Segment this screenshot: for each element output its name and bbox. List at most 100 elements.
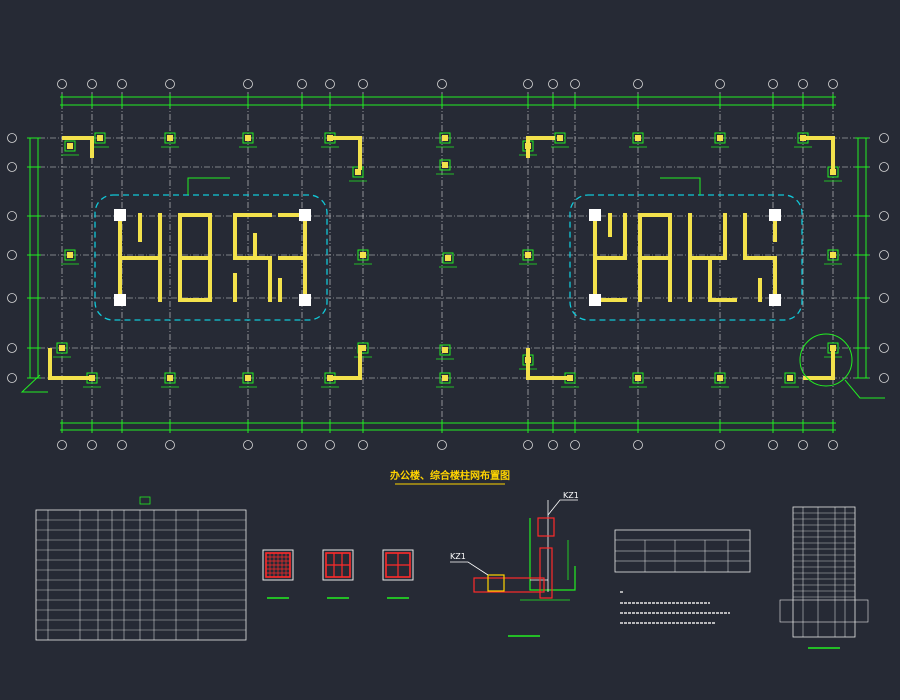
table-frame xyxy=(35,509,247,641)
axis-bubble-top[interactable] xyxy=(570,79,580,89)
axis-bubble-bottom[interactable] xyxy=(325,440,335,450)
axis-bubble-top[interactable] xyxy=(87,79,97,89)
axis-bubble-bottom[interactable] xyxy=(165,440,175,450)
axis-bubble-bottom[interactable] xyxy=(715,440,725,450)
axis-bubble-left[interactable] xyxy=(7,211,17,221)
floor-height-table[interactable] xyxy=(779,506,869,649)
kz1-upper-column xyxy=(537,517,555,537)
column-outline[interactable] xyxy=(164,372,176,384)
axis-bubble-top[interactable] xyxy=(165,79,175,89)
axis-bubble-right[interactable] xyxy=(879,373,889,383)
axis-bubble-top[interactable] xyxy=(768,79,778,89)
column-core xyxy=(442,162,448,168)
axis-bubble-top[interactable] xyxy=(548,79,558,89)
corner-column-l-shape xyxy=(526,348,570,380)
wall-segment xyxy=(233,213,272,302)
axis-bubble-bottom[interactable] xyxy=(297,440,307,450)
axis-bubble-bottom[interactable] xyxy=(798,440,808,450)
column-outline[interactable] xyxy=(784,372,796,384)
axis-bubble-left[interactable] xyxy=(7,162,17,172)
axis-bubble-left[interactable] xyxy=(7,293,17,303)
axis-bubble-top[interactable] xyxy=(437,79,447,89)
column-outline[interactable] xyxy=(164,132,176,144)
axis-bubble-top[interactable] xyxy=(325,79,335,89)
column-outline[interactable] xyxy=(242,372,254,384)
axis-bubble-right[interactable] xyxy=(879,343,889,353)
column-outline[interactable] xyxy=(827,249,839,261)
axis-bubble-bottom[interactable] xyxy=(358,440,368,450)
axis-bubble-top[interactable] xyxy=(633,79,643,89)
column-outline[interactable] xyxy=(439,159,451,171)
column-outline[interactable] xyxy=(56,342,68,354)
axis-bubble-bottom[interactable] xyxy=(633,440,643,450)
column-outline[interactable] xyxy=(64,140,76,152)
column-outline[interactable] xyxy=(714,372,726,384)
axis-bubble-top[interactable] xyxy=(798,79,808,89)
axis-bubble-left[interactable] xyxy=(7,133,17,143)
axis-bubble-bottom[interactable] xyxy=(243,440,253,450)
axis-bubble-bottom[interactable] xyxy=(828,440,838,450)
column-outline[interactable] xyxy=(439,344,451,356)
column-section-1[interactable] xyxy=(262,549,294,599)
axis-bubble-right[interactable] xyxy=(879,133,889,143)
axis-bubble-right[interactable] xyxy=(879,293,889,303)
axis-bubble-top[interactable] xyxy=(57,79,67,89)
column-core xyxy=(525,252,531,258)
column-outline[interactable] xyxy=(442,252,454,264)
axis-bubbles xyxy=(7,79,889,450)
axis-bubble-left[interactable] xyxy=(7,250,17,260)
axis-bubble-left[interactable] xyxy=(7,343,17,353)
column-grid-plan[interactable] xyxy=(7,79,889,450)
column-core xyxy=(445,255,451,261)
axis-bubble-bottom[interactable] xyxy=(117,440,127,450)
axis-bubble-top[interactable] xyxy=(117,79,127,89)
wall-segment xyxy=(688,213,737,302)
kz1-vertical-bar xyxy=(539,547,553,599)
axis-bubble-right[interactable] xyxy=(879,162,889,172)
column-core xyxy=(245,135,251,141)
column-section-3[interactable] xyxy=(382,549,414,599)
column-outline[interactable] xyxy=(242,132,254,144)
axis-bubble-left[interactable] xyxy=(7,373,17,383)
axis-bubble-top[interactable] xyxy=(828,79,838,89)
column-schedule-table[interactable] xyxy=(35,496,247,641)
column-outline[interactable] xyxy=(64,249,76,261)
joint-dimension xyxy=(520,540,570,601)
column-core xyxy=(557,135,563,141)
column-outline[interactable] xyxy=(439,372,451,384)
column-outline[interactable] xyxy=(632,372,644,384)
column-outline[interactable] xyxy=(94,132,106,144)
axis-bubble-bottom[interactable] xyxy=(548,440,558,450)
axis-bubble-top[interactable] xyxy=(358,79,368,89)
kz1-tag-upper: KZ1 xyxy=(563,491,579,500)
column-outline[interactable] xyxy=(714,132,726,144)
axis-bubble-top[interactable] xyxy=(243,79,253,89)
axis-bubble-top[interactable] xyxy=(523,79,533,89)
corner-column-l-shape xyxy=(330,345,362,380)
column-section-details[interactable] xyxy=(262,549,414,599)
axis-bubble-bottom[interactable] xyxy=(57,440,67,450)
axis-bubble-bottom[interactable] xyxy=(570,440,580,450)
column-section-2[interactable] xyxy=(322,549,354,599)
axis-bubble-bottom[interactable] xyxy=(437,440,447,450)
axis-bubble-top[interactable] xyxy=(297,79,307,89)
axis-bubble-right[interactable] xyxy=(879,211,889,221)
corner-column-l-shape xyxy=(803,136,835,170)
reinforcement-summary-table[interactable] xyxy=(614,529,751,624)
axis-bubble-bottom[interactable] xyxy=(523,440,533,450)
axis-bubble-top[interactable] xyxy=(715,79,725,89)
core-walls[interactable] xyxy=(20,177,885,399)
column-outline[interactable] xyxy=(357,249,369,261)
wall-segment xyxy=(118,213,162,302)
axis-bubble-bottom[interactable] xyxy=(87,440,97,450)
column-outline[interactable] xyxy=(632,132,644,144)
column-outline[interactable] xyxy=(522,249,534,261)
column-outline[interactable] xyxy=(439,132,451,144)
kz1-joint-detail[interactable]: KZ1 KZ1 xyxy=(450,491,579,637)
column-markers[interactable] xyxy=(48,132,842,388)
axis-bubble-bottom[interactable] xyxy=(768,440,778,450)
column-core xyxy=(167,135,173,141)
axis-bubble-right[interactable] xyxy=(879,250,889,260)
kz1-tag-lower: KZ1 xyxy=(450,552,466,561)
